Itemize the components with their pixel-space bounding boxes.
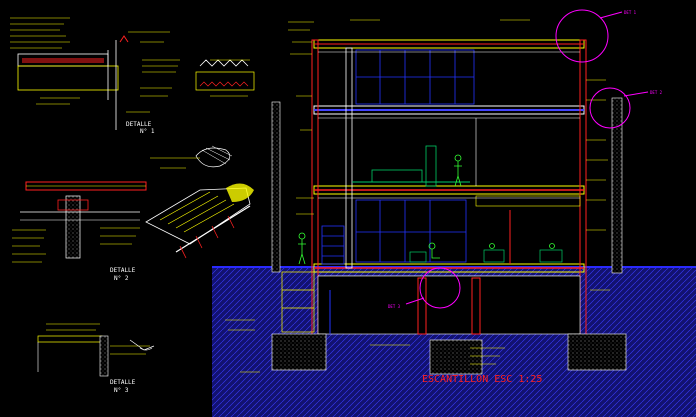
floor-slabs bbox=[313, 105, 585, 273]
isometric-detail bbox=[145, 145, 254, 259]
office-furniture bbox=[409, 249, 563, 263]
callout-label-1: DET 1 bbox=[624, 10, 637, 15]
detail-3-drawing bbox=[37, 323, 155, 377]
detail-1-label: DETALLE bbox=[126, 121, 152, 128]
detail-1-number: N° 1 bbox=[140, 128, 155, 135]
people-figures bbox=[298, 154, 555, 265]
callout-label-2: DET 2 bbox=[650, 90, 663, 95]
detail-3-number: N° 3 bbox=[114, 387, 129, 394]
building-section bbox=[271, 39, 627, 375]
foundation-footings bbox=[271, 333, 627, 375]
building-annotations bbox=[225, 19, 610, 373]
callout-circle-2 bbox=[589, 87, 631, 129]
detail-2-number: N° 2 bbox=[114, 275, 129, 282]
detail-2-drawing bbox=[12, 181, 147, 263]
detail-callouts bbox=[405, 9, 649, 309]
callout-circle-3 bbox=[419, 267, 461, 309]
callout-label-3: DET 3 bbox=[388, 304, 401, 309]
detail-1-drawing bbox=[10, 17, 255, 130]
detail-3-label: DETALLE bbox=[110, 379, 136, 386]
detail-2-label: DETALLE bbox=[110, 267, 136, 274]
curtain-wall-glazing bbox=[321, 49, 475, 265]
callout-circle-1 bbox=[555, 9, 609, 63]
drawing-title: ESCANTILLON ESC 1:25 bbox=[422, 374, 542, 385]
